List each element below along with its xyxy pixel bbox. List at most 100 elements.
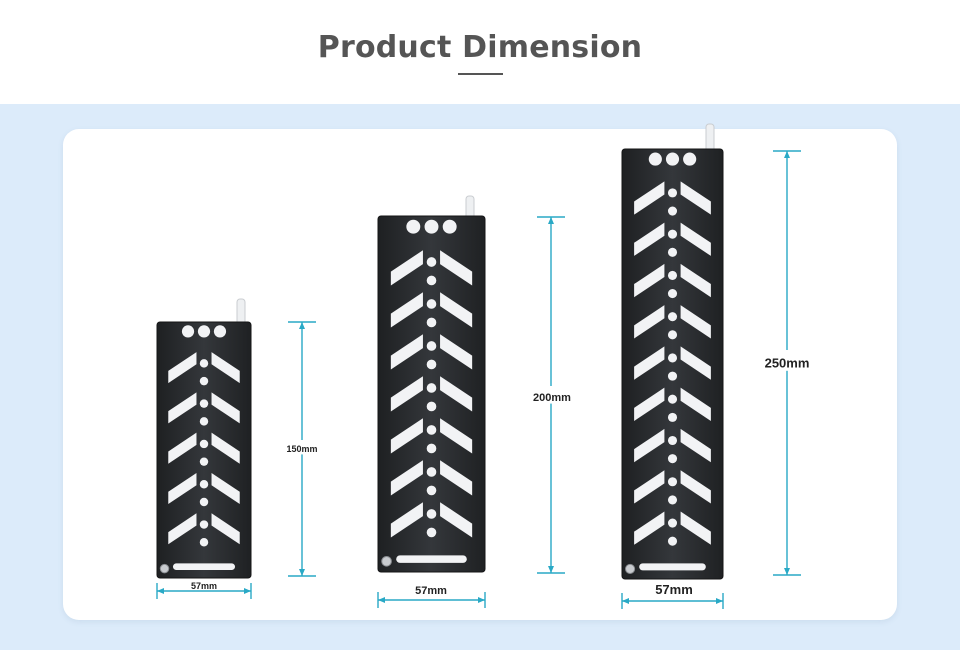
arrow-right [716, 598, 723, 604]
center-hole [199, 538, 209, 547]
center-hole [667, 229, 678, 239]
slot-left [390, 250, 423, 286]
mount-hole [648, 152, 662, 166]
center-hole [667, 477, 678, 487]
slot-right [440, 292, 473, 328]
slot-left [634, 387, 665, 421]
bottom-slot [172, 563, 236, 571]
screw [159, 563, 170, 574]
center-hole [426, 299, 437, 309]
center-hole [667, 435, 678, 446]
slot-right [680, 428, 711, 463]
center-hole [426, 341, 437, 351]
slot-left [634, 511, 665, 545]
center-hole [667, 312, 678, 322]
arrow-left [622, 598, 629, 604]
center-hole [667, 353, 678, 363]
screw [625, 563, 636, 574]
center-hole [426, 485, 437, 496]
cheese-plate-1 [156, 298, 252, 579]
arrow-down [299, 569, 305, 576]
slot-right [680, 511, 711, 545]
center-hole [667, 270, 678, 280]
center-hole [667, 289, 678, 299]
arrow-up [784, 151, 790, 158]
slot-left [634, 428, 665, 463]
center-hole [199, 376, 209, 386]
width-label: 57mm [191, 581, 217, 591]
arrow-right [478, 597, 485, 603]
mount-hole [197, 325, 211, 338]
slot-left [634, 222, 665, 256]
height-label: 250mm [765, 356, 810, 371]
center-hole [426, 401, 437, 412]
arrow-left [157, 588, 164, 594]
height-label: 150mm [286, 444, 317, 454]
page-title: Product Dimension [317, 30, 643, 65]
arrow-up [548, 217, 554, 224]
title-underline [458, 73, 503, 75]
slot-left [390, 334, 423, 370]
center-hole [667, 206, 678, 216]
center-hole [426, 257, 437, 267]
height-dimension-2: 200mm [522, 216, 582, 574]
mount-hole [424, 219, 439, 234]
width-dimension-3: 57mm [621, 582, 724, 609]
slot-left [634, 346, 665, 380]
mount-hole [683, 152, 697, 166]
center-hole [199, 497, 209, 507]
slot-right [211, 392, 240, 424]
center-hole [667, 188, 678, 198]
arrow-up [299, 322, 305, 329]
header: Product Dimension [0, 0, 960, 104]
center-hole [667, 371, 678, 381]
slot-right [440, 418, 473, 454]
screw [381, 555, 392, 567]
center-hole [667, 394, 678, 404]
center-hole [199, 399, 209, 408]
slot-left [390, 418, 423, 454]
center-hole [199, 359, 209, 368]
center-hole [667, 247, 678, 257]
slot-left [390, 376, 423, 412]
mount-hole [442, 219, 457, 234]
slot-right [440, 376, 473, 412]
width-label: 57mm [415, 585, 447, 597]
label-knockout [272, 440, 332, 455]
center-hole [667, 454, 678, 464]
center-hole [199, 417, 209, 426]
center-hole [667, 495, 678, 505]
center-hole [199, 439, 209, 449]
mount-hole [406, 219, 421, 234]
slot-right [680, 222, 711, 256]
width-dimension-2: 57mm [377, 585, 486, 608]
center-hole [426, 443, 437, 454]
slot-right [680, 346, 711, 380]
slot-left [390, 292, 423, 328]
arrow-down [784, 568, 790, 575]
arrow-down [548, 566, 554, 573]
slot-right [680, 470, 711, 504]
center-hole [426, 383, 437, 393]
slot-right [211, 472, 240, 504]
mount-hole [213, 325, 227, 338]
slot-right [211, 432, 240, 464]
slot-left [390, 502, 423, 538]
slot-right [440, 460, 473, 496]
center-hole [426, 359, 437, 370]
center-hole [667, 518, 678, 528]
slot-right [680, 181, 711, 215]
center-hole [199, 480, 209, 489]
cheese-plate-2 [377, 195, 486, 573]
height-label: 200mm [533, 392, 571, 404]
center-hole [199, 457, 209, 466]
slot-right [211, 513, 240, 545]
slot-left [168, 352, 197, 384]
plate-body [156, 321, 252, 579]
slot-left [634, 263, 665, 298]
slot-right [440, 250, 473, 286]
slot-right [440, 334, 473, 370]
slot-left [168, 432, 197, 464]
slot-left [634, 305, 665, 339]
